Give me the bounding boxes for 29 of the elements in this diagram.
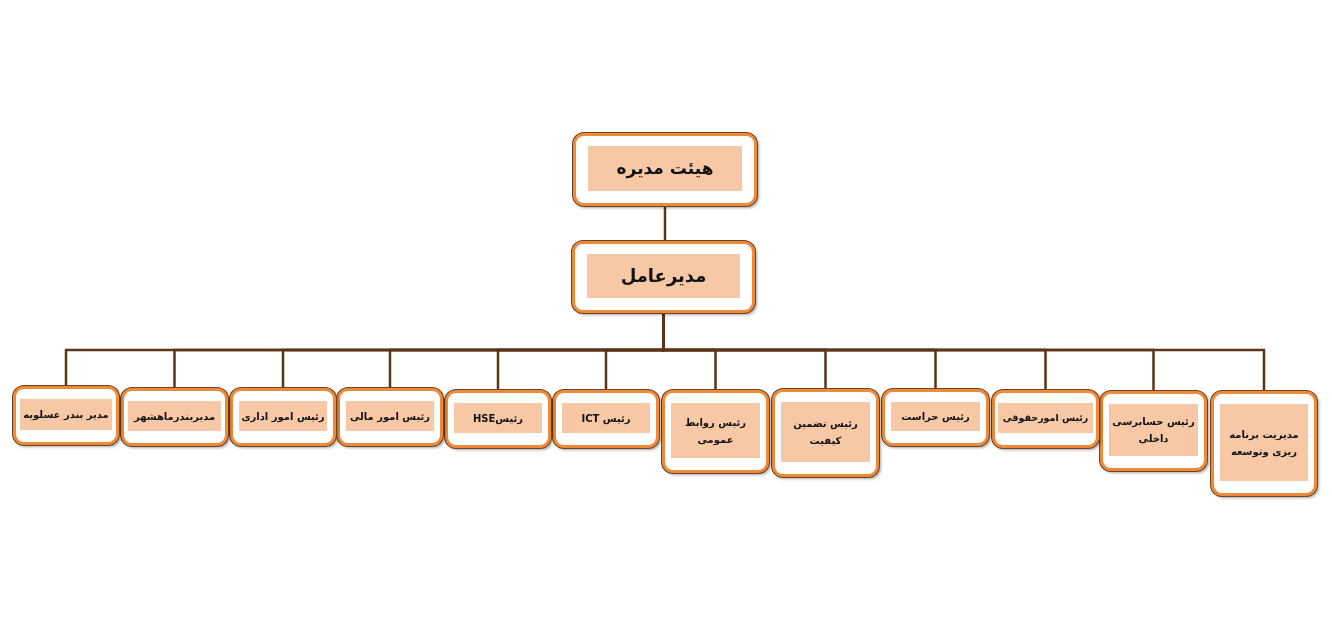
org-box — [121, 388, 228, 446]
org-box — [445, 390, 551, 448]
position-title: مدیر بندر عسلویه — [20, 399, 112, 430]
position-title: رئیس حراست — [891, 402, 980, 431]
org-box — [13, 386, 119, 445]
position-title: مدیریت برنامه ریزی وتوسعه — [1220, 404, 1308, 481]
org-box — [573, 133, 757, 206]
position-title: رئیس امور اداری — [239, 401, 327, 431]
org-box — [1211, 391, 1317, 496]
org-box — [662, 390, 769, 473]
position-title: رئیسHSE — [454, 403, 542, 433]
position-title: رئیس تضمین کیفیت — [781, 402, 870, 462]
position-title: رئیس امور مالی — [346, 401, 434, 431]
org-box — [572, 241, 755, 313]
org-box — [992, 390, 1099, 448]
position-title: مدیرعامل — [587, 254, 740, 298]
org-box — [230, 388, 336, 446]
org-box — [772, 389, 879, 477]
position-title: هیئت مدیره — [588, 146, 742, 191]
position-title: رئیس روابط عمومی — [671, 403, 760, 458]
position-title: رئیس امورحقوقی — [998, 403, 1093, 433]
org-box — [337, 388, 443, 446]
connector-line — [663, 206, 667, 241]
position-title: رئیس حسابرسی داخلی — [1109, 404, 1198, 456]
position-title: رئیس ICT — [562, 403, 650, 433]
org-box — [1100, 391, 1207, 471]
position-title: مدیربندرماهشهر — [128, 401, 221, 431]
org-box — [553, 390, 659, 448]
org-box — [882, 389, 989, 446]
